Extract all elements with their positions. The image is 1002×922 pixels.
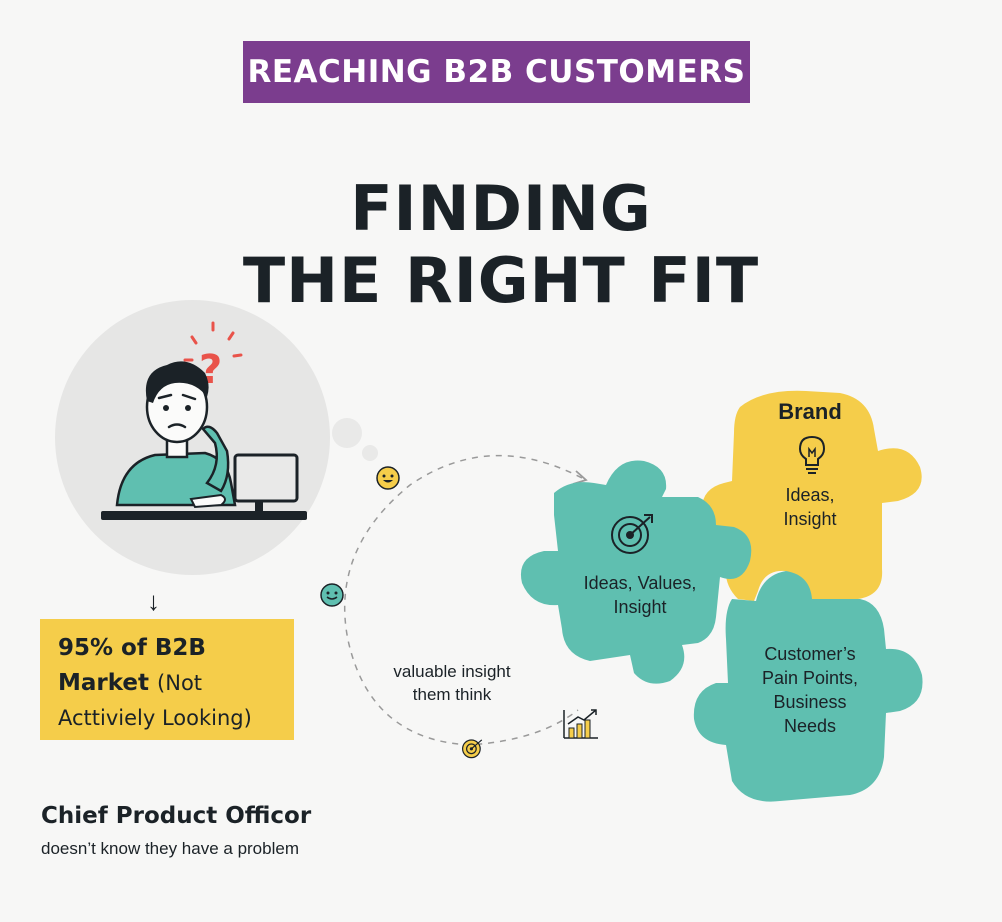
brand-line-1: Ideas, — [785, 485, 835, 505]
customer-line-1: Customer’s — [764, 644, 856, 664]
puzzle-graphic — [520, 390, 923, 802]
stat-line-1: 95% of B2B — [58, 635, 206, 661]
thought-bubble-small — [362, 445, 378, 461]
target-icon — [611, 514, 653, 554]
flow-text-line-1: valuable insight — [393, 662, 511, 681]
bullseye-icon — [462, 738, 483, 759]
customer-line-4: Needs — [783, 716, 837, 736]
stat-line-2-normal: (Not — [157, 671, 203, 695]
stat-line-2: Market (Not — [58, 670, 202, 696]
puzzle-piece-brand — [701, 390, 922, 601]
persona-title: Chief Product Officor — [41, 803, 312, 829]
banner-text: REACHING B2B CUSTOMERS — [247, 54, 746, 90]
stat-line-3-text: Acttiviely Looking) — [58, 706, 252, 730]
brand-line-2: Insight — [783, 509, 837, 529]
title-line-1: FINDING — [350, 172, 652, 245]
title-line-2: THE RIGHT FIT — [242, 244, 760, 317]
thought-bubble-large — [332, 418, 362, 448]
header-banner: REACHING B2B CUSTOMERS — [243, 41, 750, 103]
puzzle-piece-customer — [693, 571, 923, 802]
persona-subtitle: doesn’t know they have a problem — [41, 839, 299, 858]
stat-line-2-bold: Market — [58, 670, 150, 696]
person-illustration: ? — [101, 321, 307, 520]
flow-text-line-2: them think — [412, 685, 492, 704]
customer-line-2: Pain Points, — [761, 668, 859, 688]
customer-line-3: Business — [773, 692, 847, 712]
stat-box: 95% of B2B Market (Not Acttiviely Lookin… — [40, 619, 294, 740]
grin-emoji-icon — [376, 466, 400, 490]
lightbulb-icon — [798, 435, 826, 474]
bar-chart-icon — [563, 709, 598, 739]
stat-line-3: Acttiviely Looking) — [58, 705, 252, 731]
puzzle-piece-left — [520, 460, 752, 684]
smile-emoji-icon — [320, 583, 344, 607]
brand-title: Brand — [778, 399, 842, 424]
down-arrow-icon: ↓ — [147, 586, 160, 616]
left-piece-line-1: Ideas, Values, — [583, 573, 697, 593]
left-piece-line-2: Insight — [613, 597, 667, 617]
